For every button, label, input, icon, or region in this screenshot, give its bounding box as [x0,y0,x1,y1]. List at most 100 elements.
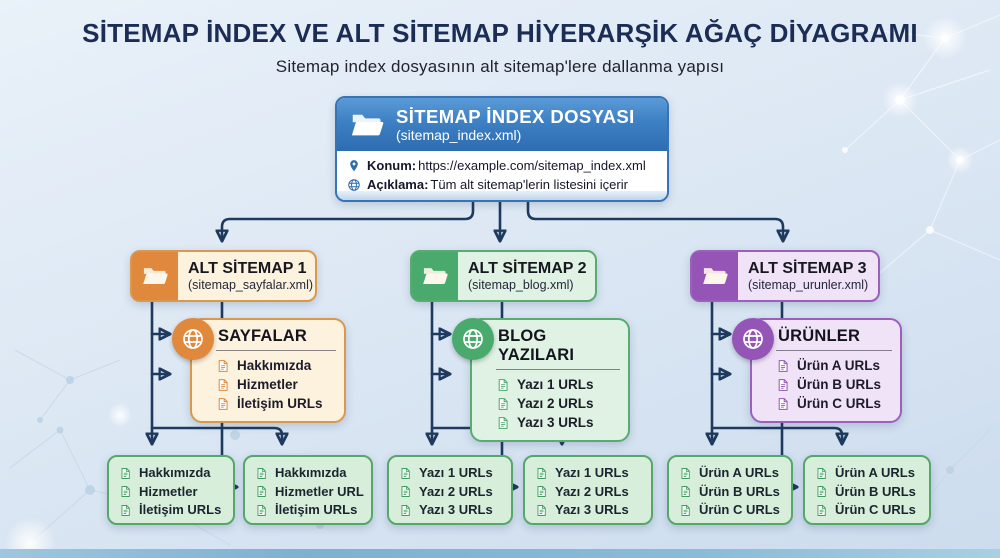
document-icon [255,485,268,498]
document-icon [815,485,828,498]
globe-icon [181,327,205,351]
category-item: Hakkımızda [216,356,336,375]
document-icon [255,504,268,517]
page-title: SİTEMAP İNDEX VE ALT SİTEMAP HİYERARŞİK … [82,18,918,48]
document-icon [399,467,412,480]
document-icon [535,504,548,517]
url-leaf-box-4: Yazı 1 URLs Yazı 2 URLs Yazı 3 URLs [523,455,653,525]
url-item: Yazı 3 URLs [535,501,647,520]
alt-3-folder-panel [692,252,738,300]
page-subtitle: Sitemap index dosyasının alt sitemap'ler… [275,57,725,76]
document-icon [776,378,790,392]
category-sayfalar-box: SAYFALAR Hakkımızda Hizmetler İletişim U… [172,318,346,423]
folder-open-icon [349,107,385,143]
url-item: İletişim URLs [255,501,367,520]
url-item: Ürün C URLs [815,501,925,520]
category-item: Ürün A URLs [776,356,892,375]
url-item: İletişim URLs [119,501,229,520]
url-leaf-box-2: Hakkımızda Hizmetler URL İletişim URLs [243,455,373,525]
location-value: https://example.com/sitemap_index.xml [418,158,646,173]
alt-3-title: ALT SİTEMAP 3 [748,260,867,277]
category-item: Yazı 3 URLs [496,413,620,432]
document-icon [496,378,510,392]
category-badge [452,318,494,360]
category-title: ÜRÜNLER [776,326,892,351]
url-item: Ürün C URLs [679,501,787,520]
document-icon [679,504,692,517]
url-item: Hizmetler URL [255,483,367,502]
alt-2-filename: (sitemap_blog.xml) [468,278,574,292]
alt-sitemap-1-node: ALT SİTEMAP 1 (sitemap_sayfalar.xml) [130,250,317,302]
document-icon [119,485,132,498]
category-urunler-box: ÜRÜNLER Ürün A URLs Ürün B URLs Ürün C U… [732,318,902,423]
document-icon [216,378,230,392]
category-item: Ürün B URLs [776,375,892,394]
category-badge [732,318,774,360]
url-item: Yazı 2 URLs [535,483,647,502]
description-label: Açıklama: [367,177,429,192]
document-icon [496,397,510,411]
url-leaf-box-3: Yazı 1 URLs Yazı 2 URLs Yazı 3 URLs [387,455,513,525]
bottom-gradient-band [0,549,1000,558]
sitemap-index-node: SİTEMAP İNDEX DOSYASI (sitemap_index.xml… [335,96,669,202]
folder-open-icon [141,262,169,290]
root-footer-stripe [337,191,667,200]
alt-sitemap-3-node: ALT SİTEMAP 3 (sitemap_urunler.xml) [690,250,880,302]
category-item: Hizmetler [216,375,336,394]
url-item: Ürün B URLs [679,483,787,502]
document-icon [496,416,510,430]
location-pin-icon [347,159,361,173]
root-title: SİTEMAP İNDEX DOSYASI [396,106,635,127]
document-icon [119,467,132,480]
document-icon [535,467,548,480]
category-item: Yazı 2 URLs [496,394,620,413]
category-item: Ürün C URLs [776,394,892,413]
url-item: Ürün B URLs [815,483,925,502]
url-item: Ürün A URLs [815,464,925,483]
category-badge [172,318,214,360]
location-label: Konum: [367,158,417,173]
category-title: SAYFALAR [216,326,336,351]
url-leaf-box-6: Ürün A URLs Ürün B URLs Ürün C URLs [803,455,931,525]
category-item: Yazı 1 URLs [496,375,620,394]
sitemap-index-header: SİTEMAP İNDEX DOSYASI (sitemap_index.xml… [337,98,667,151]
document-icon [815,467,828,480]
document-icon [399,504,412,517]
url-leaf-box-1: Hakkımızda Hizmetler İletişim URLs [107,455,235,525]
folder-open-icon [701,262,729,290]
alt-1-folder-panel [132,252,178,300]
url-item: Yazı 2 URLs [399,483,507,502]
category-blog-box: BLOG YAZILARI Yazı 1 URLs Yazı 2 URLs Ya… [452,318,630,442]
document-icon [815,504,828,517]
alt-sitemap-2-node: ALT SİTEMAP 2 (sitemap_blog.xml) [410,250,597,302]
document-icon [216,397,230,411]
document-icon [255,467,268,480]
url-leaf-box-5: Ürün A URLs Ürün B URLs Ürün C URLs [667,455,793,525]
document-icon [399,485,412,498]
document-icon [679,485,692,498]
globe-icon [347,178,361,192]
document-icon [776,359,790,373]
category-item: İletişim URLs [216,394,336,413]
sitemap-index-details: Konum:https://example.com/sitemap_index.… [337,151,667,194]
root-filename: (sitemap_index.xml) [396,127,522,143]
document-icon [216,359,230,373]
alt-1-filename: (sitemap_sayfalar.xml) [188,278,314,292]
description-value: Tüm alt sitemap'lerin listesini içerir [430,177,628,192]
url-item: Hizmetler [119,483,229,502]
url-item: Hakkımızda [255,464,367,483]
url-item: Hakkımızda [119,464,229,483]
globe-icon [461,327,485,351]
url-item: Ürün A URLs [679,464,787,483]
url-item: Yazı 3 URLs [399,501,507,520]
alt-3-filename: (sitemap_urunler.xml) [748,278,869,292]
category-title: BLOG YAZILARI [496,326,620,370]
alt-2-title: ALT SİTEMAP 2 [468,260,587,277]
document-icon [776,397,790,411]
globe-icon [741,327,765,351]
url-item: Yazı 1 URLs [535,464,647,483]
folder-open-icon [421,262,449,290]
alt-1-title: ALT SİTEMAP 1 [188,260,307,277]
document-icon [535,485,548,498]
